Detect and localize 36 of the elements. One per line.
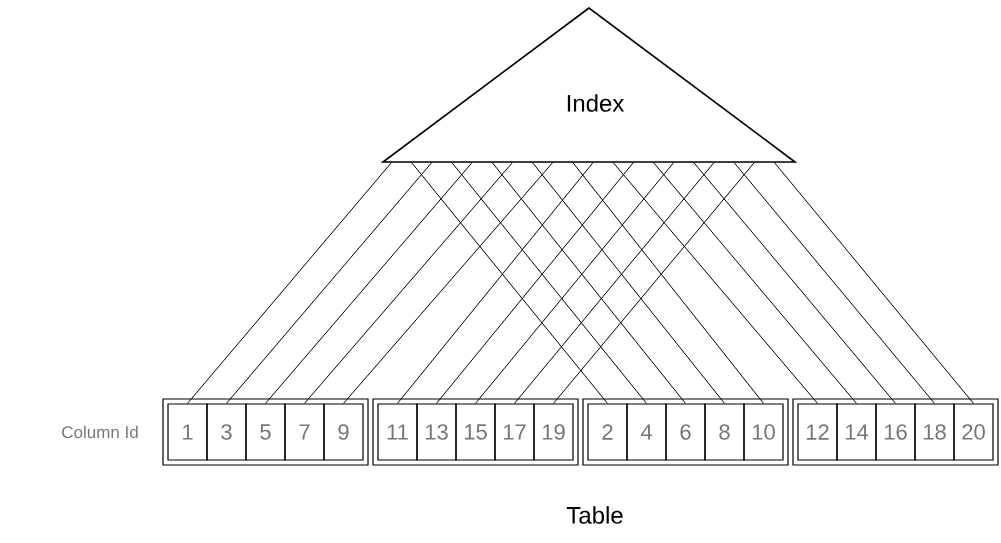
table-cell: 15 (455, 403, 496, 461)
connector-line (343, 162, 554, 404)
table-block (582, 398, 789, 466)
table-block (792, 398, 999, 466)
connector-line (187, 162, 392, 404)
connector-line (226, 162, 433, 404)
table-caption: Table (566, 506, 623, 524)
table-cell: 3 (206, 403, 247, 461)
table-cell: 9 (323, 403, 364, 461)
table-cell: 8 (704, 403, 745, 461)
connector-line (265, 162, 473, 404)
table-cell: 16 (875, 403, 916, 461)
table-cell: 5 (245, 403, 286, 461)
table-cell: 11 (377, 403, 418, 461)
table-cell: 6 (665, 403, 706, 461)
table-cell: 14 (836, 403, 877, 461)
table-cell: 1 (167, 403, 208, 461)
table-cell: 2 (587, 403, 628, 461)
connector-line (773, 162, 974, 404)
table-cell: 19 (533, 403, 574, 461)
row-label: Column Id (62, 425, 138, 439)
connector-line (653, 162, 857, 404)
table-cell: 17 (494, 403, 535, 461)
table-cell: 18 (914, 403, 955, 461)
table-block (162, 398, 369, 466)
connector-line (693, 162, 896, 404)
table-cell: 13 (416, 403, 457, 461)
table-cell: 7 (284, 403, 325, 461)
connector-line (612, 162, 818, 404)
table-cell: 4 (626, 403, 667, 461)
table-block (372, 398, 579, 466)
table-cell: 20 (953, 403, 994, 461)
table-cell: 10 (743, 403, 784, 461)
connector-line (733, 162, 935, 404)
connector-line (304, 162, 513, 404)
table-cell: 12 (797, 403, 838, 461)
